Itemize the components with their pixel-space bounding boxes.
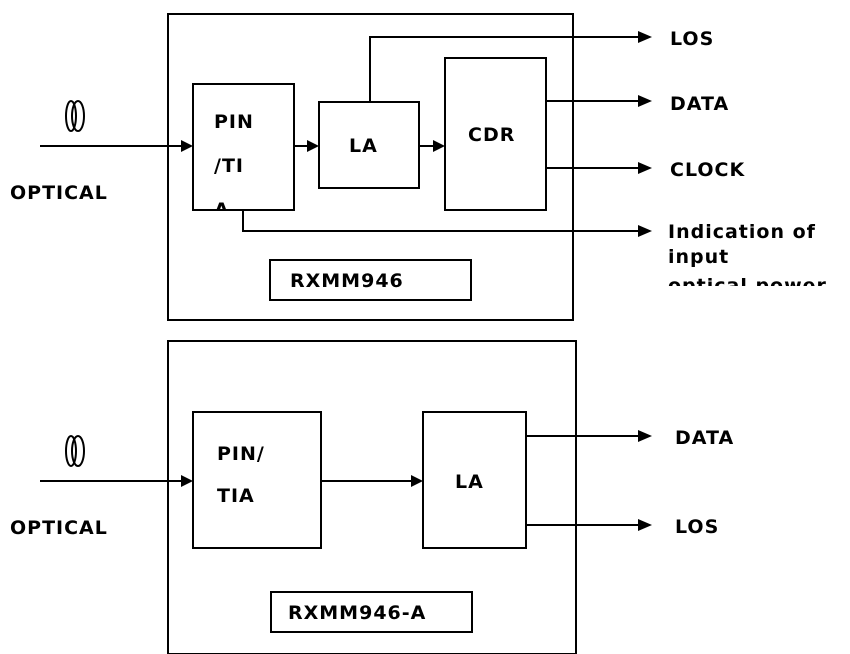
optical-label: OPTICAL — [10, 182, 108, 204]
arrow-icon — [181, 140, 193, 152]
module-name-label: RXMM946-A — [288, 602, 426, 624]
cdr-label: CDR — [468, 124, 515, 146]
arrow-icon — [638, 519, 652, 531]
arrow-icon — [307, 140, 319, 152]
pin-tia-label-line3: A — [214, 199, 230, 221]
pin-tia-label-line2: /TI — [214, 155, 244, 177]
diagram-rxmm946: OPTICAL PIN /TI A LA CDR LOS DATA CLOCK — [10, 13, 827, 321]
pin-tia-label-line1: PIN — [214, 111, 254, 133]
fiber-coil-icon — [65, 100, 85, 132]
la-label: LA — [349, 135, 378, 157]
module-name-box — [270, 591, 473, 633]
pin-tia-label-line2: TIA — [217, 485, 255, 507]
power-indication-label-line2: input — [668, 246, 729, 268]
arrow-icon — [411, 475, 423, 487]
optical-label: OPTICAL — [10, 517, 108, 539]
cdr-block — [444, 57, 547, 211]
clock-output-label: CLOCK — [670, 159, 745, 181]
pin-tia-block — [192, 83, 295, 211]
fiber-coil-icon — [65, 435, 85, 467]
arrow-icon — [181, 475, 193, 487]
los-output-label: LOS — [675, 516, 719, 538]
power-indication-line — [242, 210, 640, 232]
la-label: LA — [455, 471, 484, 493]
diagram-rxmm946-a: OPTICAL PIN/ TIA LA DATA LOS RXMM946-A — [10, 340, 734, 654]
power-indication-label-line1: Indication of — [668, 221, 816, 243]
pin-tia-label-line1: PIN/ — [217, 443, 265, 465]
arrow-icon — [638, 31, 652, 43]
los-output-label: LOS — [670, 28, 714, 50]
arrow-icon — [638, 162, 652, 174]
power-indication-label-line3: optical power — [668, 275, 827, 297]
pin-tia-block — [192, 411, 322, 549]
arrow-icon — [638, 95, 652, 107]
la-block — [422, 411, 527, 549]
module-name-label: RXMM946 — [290, 270, 404, 292]
arrow-icon — [638, 430, 652, 442]
module-name-box — [269, 259, 472, 301]
data-output-label: DATA — [675, 427, 734, 449]
los-output-line — [369, 36, 640, 102]
arrow-icon — [638, 225, 652, 237]
arrow-icon — [433, 140, 445, 152]
data-output-label: DATA — [670, 93, 729, 115]
